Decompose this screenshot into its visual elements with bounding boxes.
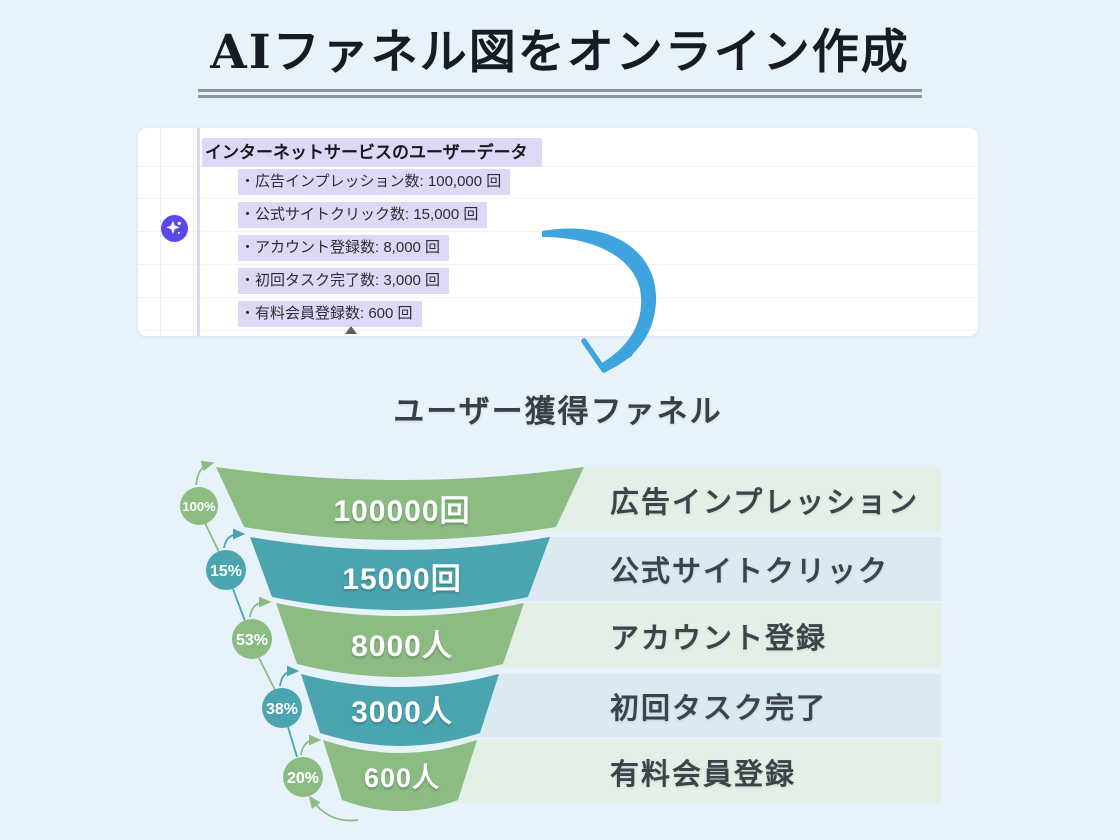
funnel-stage-label: 公式サイトクリック	[610, 556, 890, 588]
document-item-text[interactable]: ・公式サイトクリック数: 15,000 回	[238, 202, 488, 228]
percent-value: 38%	[266, 701, 298, 718]
document-item-text[interactable]: ・アカウント登録数: 8,000 回	[238, 235, 450, 261]
percent-value: 53%	[236, 632, 268, 649]
document-item-text[interactable]: ・有料会員登録数: 600 回	[238, 301, 422, 327]
percent-value: 20%	[287, 770, 319, 787]
document-item: ・公式サイトクリック数: 15,000 回	[238, 202, 488, 228]
funnel-stage-label: 広告インプレッション	[610, 487, 920, 519]
row-divider	[138, 231, 978, 232]
funnel-segment[interactable]	[216, 467, 584, 540]
page-header: AIファネル図をオンライン作成	[0, 24, 1120, 98]
percent-value: 100%	[182, 499, 216, 514]
segment-value: 100000回	[333, 495, 470, 528]
connector-line	[204, 522, 222, 557]
percent-arrow-icon	[249, 596, 272, 618]
percent-bubble[interactable]	[262, 688, 302, 728]
ai-sparkle-icon[interactable]	[161, 215, 188, 242]
connector-line	[258, 657, 276, 691]
row-divider	[138, 264, 978, 265]
funnel-stage-label: アカウント登録	[610, 623, 828, 655]
document-item: ・有料会員登録数: 600 回	[238, 301, 422, 327]
funnel-segment[interactable]	[250, 537, 550, 610]
connector-line	[287, 726, 298, 758]
funnel-segment[interactable]	[301, 674, 499, 746]
row-divider	[138, 198, 978, 199]
page-title: AIファネル図をオンライン作成	[198, 24, 922, 98]
percent-bubble[interactable]	[206, 550, 246, 590]
sparkle-glyph	[166, 220, 181, 235]
funnel-segment[interactable]	[276, 603, 524, 677]
segment-value: 15000回	[342, 563, 461, 596]
segment-value: 3000人	[351, 696, 453, 729]
percent-value: 15%	[210, 563, 242, 580]
row-divider	[138, 330, 978, 331]
document-item: ・アカウント登録数: 8,000 回	[238, 235, 450, 261]
percent-arrow-icon	[308, 795, 359, 822]
percent-arrow-icon	[300, 734, 322, 756]
funnel-stage-label: 有料会員登録	[610, 759, 797, 791]
column-divider	[193, 128, 194, 336]
column-divider-highlight	[197, 128, 200, 336]
percent-bubble[interactable]	[283, 757, 323, 797]
document-item-text[interactable]: ・初回タスク完了数: 3,000 回	[238, 268, 450, 294]
document-item-text[interactable]: ・広告インプレッション数: 100,000 回	[238, 169, 511, 195]
percent-arrow-icon	[195, 460, 215, 486]
funnel-stage-label: 初回タスク完了	[610, 693, 828, 725]
funnel-chart-title: ユーザー獲得ファネル	[393, 394, 723, 429]
column-divider	[160, 128, 161, 336]
percent-bubble[interactable]	[232, 619, 272, 659]
row-divider	[138, 297, 978, 298]
segment-value: 600人	[364, 763, 440, 793]
document-title[interactable]: インターネットサービスのユーザーデータ	[202, 138, 542, 167]
segment-value: 8000人	[351, 630, 453, 663]
document-item: ・広告インプレッション数: 100,000 回	[238, 169, 511, 195]
funnel-segment[interactable]	[323, 740, 477, 811]
caret-up-icon[interactable]	[345, 326, 357, 334]
connector-line	[232, 588, 246, 622]
percent-arrow-icon	[223, 528, 246, 549]
row-divider	[138, 166, 978, 167]
document-card: インターネットサービスのユーザーデータ ・広告インプレッション数: 100,00…	[138, 128, 978, 336]
document-item: ・初回タスク完了数: 3,000 回	[238, 268, 450, 294]
document-title-row: インターネットサービスのユーザーデータ	[202, 138, 542, 167]
percent-arrow-icon	[279, 665, 300, 687]
percent-bubble[interactable]	[180, 487, 218, 525]
